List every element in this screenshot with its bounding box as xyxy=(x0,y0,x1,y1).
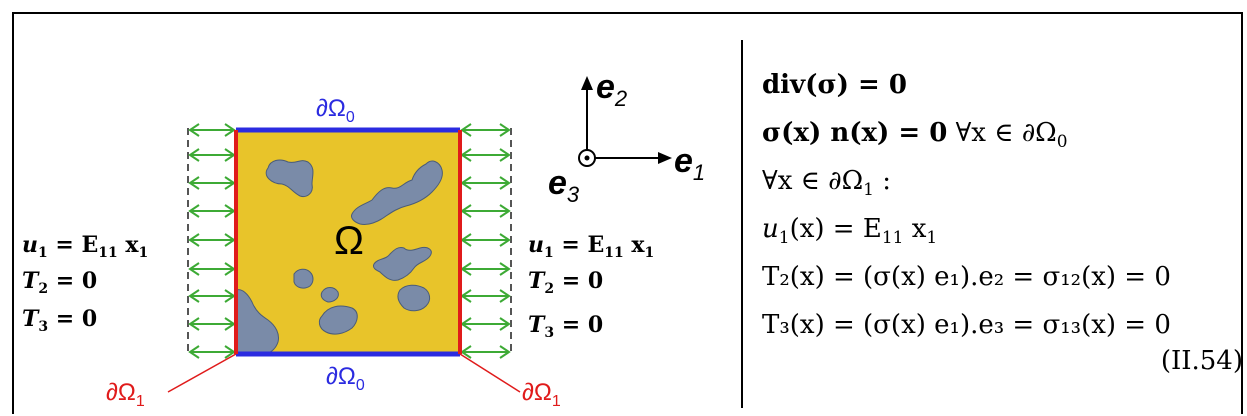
right-arrow xyxy=(460,345,511,359)
left-t2: T2 = 0 xyxy=(22,268,97,297)
boundary-right-label: ∂Ω1 xyxy=(522,379,561,410)
leader-right xyxy=(459,353,521,393)
inclusion xyxy=(320,287,339,303)
axis-e1-arrowhead xyxy=(658,152,672,164)
left-arrow xyxy=(188,204,236,218)
right-arrow xyxy=(460,233,511,247)
equation-free-boundary: σ(x) n(x) = 0 ∀x ∈ ∂Ω0 xyxy=(762,118,1068,152)
inclusion xyxy=(373,247,432,281)
left-arrow xyxy=(188,317,236,331)
left-conditions: u1 = E11 x1 T2 = 0 T3 = 0 xyxy=(22,232,148,335)
equation-number: (II.54) xyxy=(1160,346,1243,376)
left-arrow xyxy=(188,262,236,276)
inclusion xyxy=(265,159,314,197)
axis-e3-dot xyxy=(584,155,590,161)
inclusion xyxy=(397,284,431,312)
equation-forall-boundary1: ∀x ∈ ∂Ω1 : xyxy=(762,166,891,200)
boundary-bottom-label: ∂Ω0 xyxy=(326,363,365,394)
axis-e1-label: e1 xyxy=(674,142,705,185)
left-arrow xyxy=(188,345,236,359)
equation-traction-t3: T₃(x) = (σ(x) e₁).e₃ = σ₁₃(x) = 0 xyxy=(762,310,1171,340)
axis-e3-label: e3 xyxy=(548,164,580,207)
figure-frame xyxy=(12,12,1243,414)
right-arrow xyxy=(460,262,511,276)
domain-figure: Ω ∂Ω0 ∂Ω0 ∂Ω1 ∂Ω1 u1 = E11 x1 T2 = 0 T3 … xyxy=(22,68,705,410)
leader-left xyxy=(167,353,237,393)
coordinate-axes: e2 e1 e3 xyxy=(548,68,705,207)
inclusion xyxy=(351,160,443,225)
inclusions xyxy=(235,159,443,355)
inclusion xyxy=(318,305,358,335)
right-t2: T2 = 0 xyxy=(528,268,603,297)
axis-e2-arrowhead xyxy=(581,76,593,90)
boundary-top-label: ∂Ω0 xyxy=(316,95,355,126)
inclusion xyxy=(293,268,314,289)
right-arrow xyxy=(460,289,511,303)
right-arrow xyxy=(460,148,511,162)
left-displacement-arrows xyxy=(188,123,236,359)
equation-displacement: u1(x) = E11 x1 xyxy=(762,214,938,248)
right-t3: T3 = 0 xyxy=(528,312,603,341)
left-t3: T3 = 0 xyxy=(22,306,97,335)
left-u1: u1 = E11 x1 xyxy=(22,232,148,261)
axis-e2-label: e2 xyxy=(596,68,627,111)
right-arrow xyxy=(460,176,511,190)
left-arrow xyxy=(188,123,236,137)
equation-traction-t2: T₂(x) = (σ(x) e₁).e₂ = σ₁₂(x) = 0 xyxy=(762,262,1171,292)
left-arrow xyxy=(188,176,236,190)
right-conditions: u1 = E11 x1 T2 = 0 T3 = 0 xyxy=(528,232,654,341)
left-arrow xyxy=(188,289,236,303)
right-arrow xyxy=(460,204,511,218)
inclusion xyxy=(235,289,279,355)
right-arrow xyxy=(460,317,511,331)
equation-equilibrium: div(σ) = 0 xyxy=(762,70,907,100)
panel-divider xyxy=(741,40,743,408)
boundary-left-label: ∂Ω1 xyxy=(106,379,145,410)
domain-label: Ω xyxy=(334,219,364,263)
right-displacement-arrows xyxy=(460,123,511,359)
right-arrow xyxy=(460,123,511,137)
left-arrow xyxy=(188,233,236,247)
right-u1: u1 = E11 x1 xyxy=(528,232,654,261)
left-arrow xyxy=(188,148,236,162)
